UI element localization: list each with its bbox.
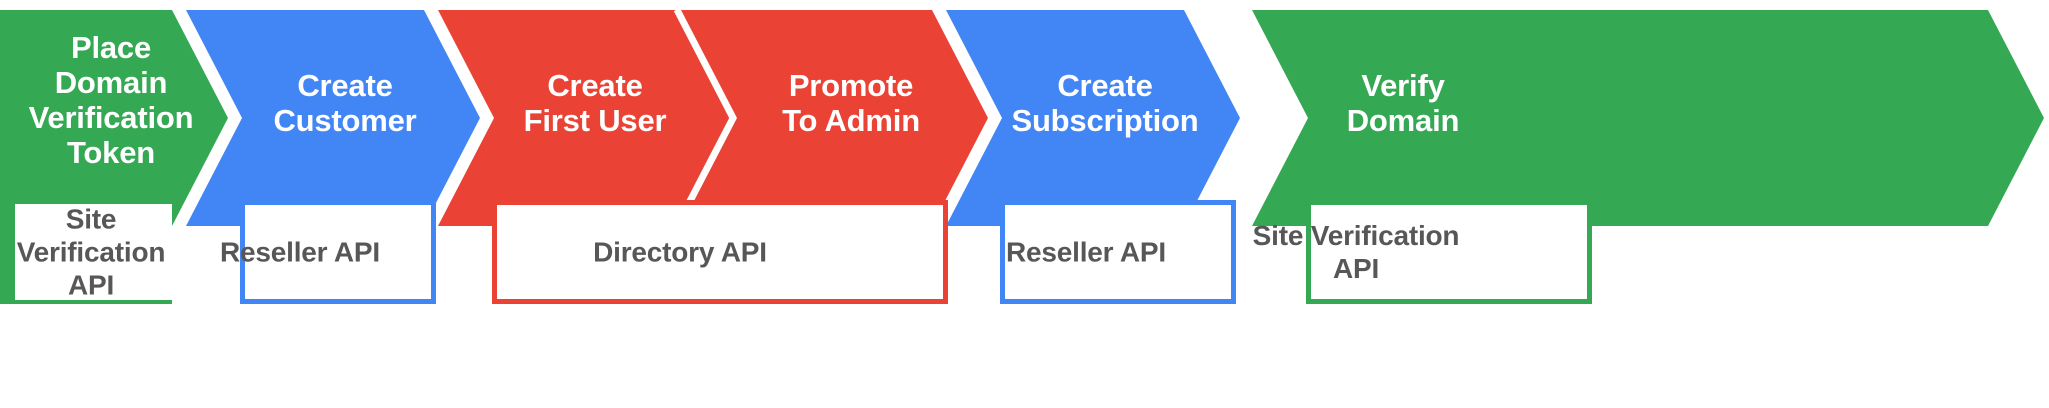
chevron-step-2[interactable] xyxy=(186,10,480,226)
api-card-fill-4[interactable] xyxy=(1005,205,1231,299)
api-card-fill-3[interactable] xyxy=(497,205,943,299)
chevron-step-3[interactable] xyxy=(438,10,732,226)
chevron-step-5[interactable] xyxy=(946,10,1240,226)
chevron-step-6[interactable] xyxy=(1252,10,2044,226)
chevron-divider-3-4 xyxy=(673,8,735,228)
api-card-fill-2[interactable] xyxy=(245,205,431,299)
api-card-fill-5[interactable] xyxy=(1311,205,1587,299)
api-card-fill-1[interactable] xyxy=(15,204,172,300)
chevron-step-1[interactable] xyxy=(0,10,228,226)
chevron-step-4[interactable] xyxy=(681,10,988,226)
